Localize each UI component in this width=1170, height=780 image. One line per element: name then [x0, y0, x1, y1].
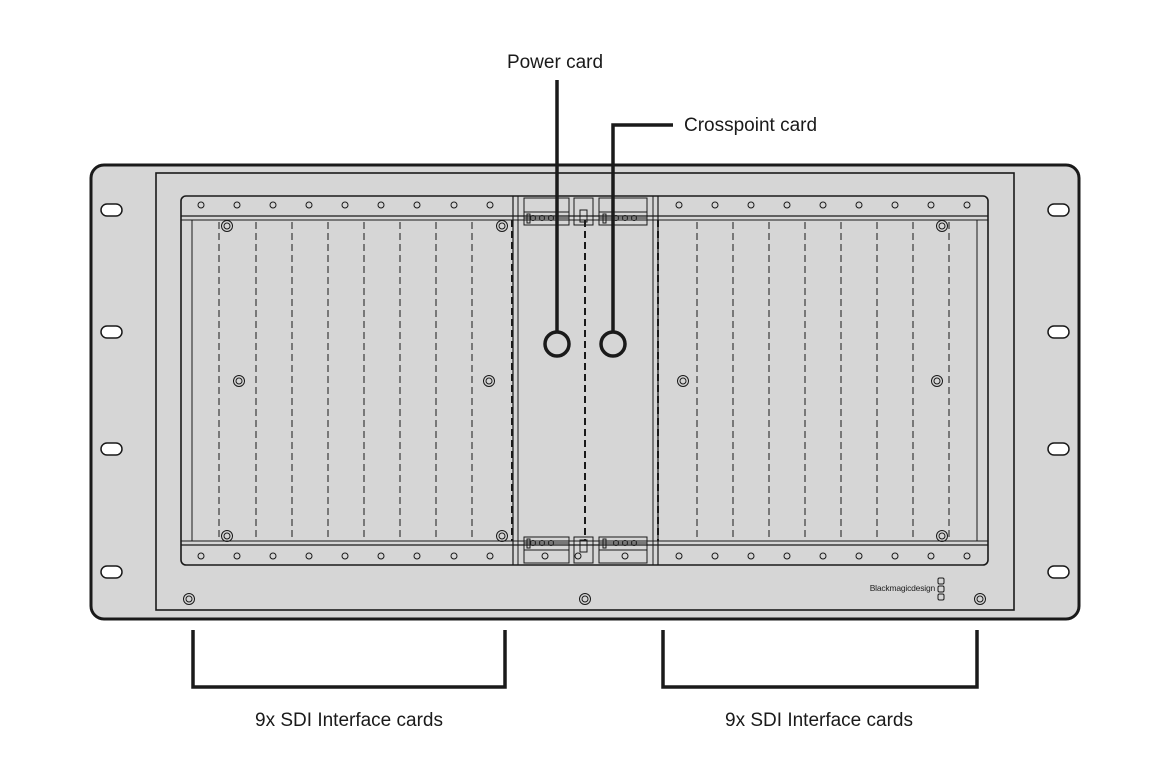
- sdi-slots-right: [696, 222, 950, 540]
- rail-hole: [747, 552, 755, 560]
- screw: [677, 375, 689, 387]
- rail-hole: [269, 552, 277, 560]
- screw: [936, 530, 948, 542]
- rail-hole: [377, 552, 385, 560]
- rail-hole: [891, 201, 899, 209]
- screw: [496, 220, 508, 232]
- rail-hole: [927, 552, 935, 560]
- brand-logo-text: Blackmagicdesign: [870, 583, 936, 593]
- rack-hole-left: [100, 442, 123, 456]
- screw: [931, 375, 943, 387]
- rail-hole: [197, 201, 205, 209]
- rail-hole: [377, 201, 385, 209]
- screw-inner: [498, 222, 506, 230]
- center-connectors-bottom: [523, 536, 648, 564]
- screws: [183, 220, 986, 605]
- rail-hole: [305, 201, 313, 209]
- power-card-label: Power card: [507, 52, 603, 73]
- rail-hole: [197, 552, 205, 560]
- screw: [483, 375, 495, 387]
- rack-hole-left: [100, 325, 123, 339]
- rack-hole-left: [100, 203, 123, 217]
- screw-inner: [976, 595, 984, 603]
- rack-hole-right: [1047, 565, 1070, 579]
- screw-inner: [485, 377, 493, 385]
- screw: [233, 375, 245, 387]
- rail-hole: [675, 201, 683, 209]
- sdi-left-bracket: [191, 630, 507, 689]
- rack-hole-left: [100, 565, 123, 579]
- rail-hole: [819, 552, 827, 560]
- sdi-right-bracket: [661, 630, 979, 689]
- rail-hole: [855, 552, 863, 560]
- rail-hole: [819, 201, 827, 209]
- rail-hole: [891, 552, 899, 560]
- rail-hole: [341, 552, 349, 560]
- screw-inner: [938, 222, 946, 230]
- rail-hole: [450, 552, 458, 560]
- screw: [579, 593, 591, 605]
- rail-hole: [233, 201, 241, 209]
- sdi-slots-left: [218, 222, 473, 540]
- sdi-left-label: 9x SDI Interface cards: [255, 710, 443, 731]
- screw: [936, 220, 948, 232]
- rail-hole: [413, 552, 421, 560]
- rail-holes: [197, 201, 971, 560]
- rail-hole: [783, 201, 791, 209]
- crosspoint-card-label: Crosspoint card: [684, 115, 817, 136]
- screw: [974, 593, 986, 605]
- rack-hole-right: [1047, 203, 1070, 217]
- screw-inner: [223, 532, 231, 540]
- rail-hole: [963, 201, 971, 209]
- sdi-right-label: 9x SDI Interface cards: [725, 710, 913, 731]
- rail-hole: [747, 201, 755, 209]
- rail-hole: [305, 552, 313, 560]
- screw-inner: [235, 377, 243, 385]
- rail-hole: [675, 552, 683, 560]
- rail-hole: [486, 201, 494, 209]
- rail-hole: [711, 201, 719, 209]
- rack-mount-holes: [100, 203, 1070, 579]
- screw: [496, 530, 508, 542]
- rail-hole: [927, 201, 935, 209]
- screw-inner: [679, 377, 687, 385]
- screw-inner: [581, 595, 589, 603]
- screw: [221, 530, 233, 542]
- crosspoint-card-leader: [611, 123, 673, 332]
- rail-hole: [783, 552, 791, 560]
- rail-hole: [486, 552, 494, 560]
- screw-inner: [223, 222, 231, 230]
- rack-hole-right: [1047, 325, 1070, 339]
- rail-hole: [621, 552, 629, 560]
- screw: [183, 593, 195, 605]
- rail-hole: [963, 552, 971, 560]
- screw-inner: [933, 377, 941, 385]
- screw-inner: [185, 595, 193, 603]
- rail-hole: [269, 201, 277, 209]
- rail-hole: [574, 552, 582, 560]
- screw-inner: [498, 532, 506, 540]
- rail-hole: [413, 201, 421, 209]
- rail-hole: [541, 552, 549, 560]
- rail-hole: [711, 552, 719, 560]
- rail-hole: [450, 201, 458, 209]
- rail-hole: [341, 201, 349, 209]
- brand-logo-mark: [937, 577, 945, 601]
- center-connectors-top: [523, 197, 648, 226]
- screw-inner: [938, 532, 946, 540]
- rack-hole-right: [1047, 442, 1070, 456]
- rail-hole: [855, 201, 863, 209]
- rail-hole: [233, 552, 241, 560]
- screw: [221, 220, 233, 232]
